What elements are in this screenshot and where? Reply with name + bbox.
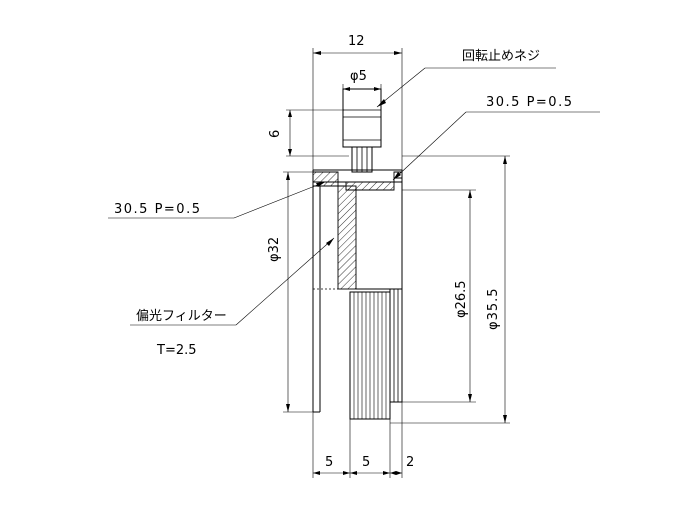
dim-bottom: 5 5 2 bbox=[312, 402, 414, 478]
dim-bottom-1-label: 5 bbox=[325, 455, 333, 470]
knurl-pattern bbox=[353, 292, 387, 419]
dim-dia-26-5-label: φ26.5 bbox=[454, 280, 469, 318]
dim-width-12-label: 12 bbox=[348, 34, 365, 49]
dim-dia-32: φ32 bbox=[267, 171, 313, 413]
dim-width-12: 12 bbox=[312, 34, 403, 170]
dim-dia-35-5-label: φ35.5 bbox=[486, 287, 501, 330]
dim-dia-screw-label: φ5 bbox=[350, 69, 367, 84]
dim-height-screw-label: 6 bbox=[268, 130, 283, 138]
polarizer-callout: 偏光フィルター T=2.5 bbox=[130, 237, 335, 358]
dim-height-screw: 6 bbox=[268, 109, 349, 157]
lock-screw-callout: 回転止めネジ bbox=[376, 49, 556, 108]
thread-left-label: 30.5 P=0.5 bbox=[114, 202, 201, 217]
lock-screw-label: 回転止めネジ bbox=[462, 49, 540, 64]
thread-callout-right: 30.5 P=0.5 bbox=[392, 95, 600, 181]
dim-dia-35-5: φ35.5 bbox=[390, 155, 510, 424]
main-body bbox=[312, 169, 403, 420]
thread-callout-left: 30.5 P=0.5 bbox=[108, 181, 326, 219]
lock-screw bbox=[342, 88, 382, 173]
dim-dia-32-label: φ32 bbox=[267, 237, 282, 262]
polarizer-label: 偏光フィルター bbox=[136, 309, 227, 324]
dim-dia-26-5: φ26.5 bbox=[402, 189, 476, 403]
polarizer-thickness-label: T=2.5 bbox=[156, 343, 197, 358]
thread-right-label: 30.5 P=0.5 bbox=[486, 95, 573, 110]
dim-bottom-2-label: 5 bbox=[362, 455, 370, 470]
dim-bottom-3-label: 2 bbox=[406, 455, 414, 470]
dim-dia-screw: φ5 bbox=[342, 69, 382, 94]
